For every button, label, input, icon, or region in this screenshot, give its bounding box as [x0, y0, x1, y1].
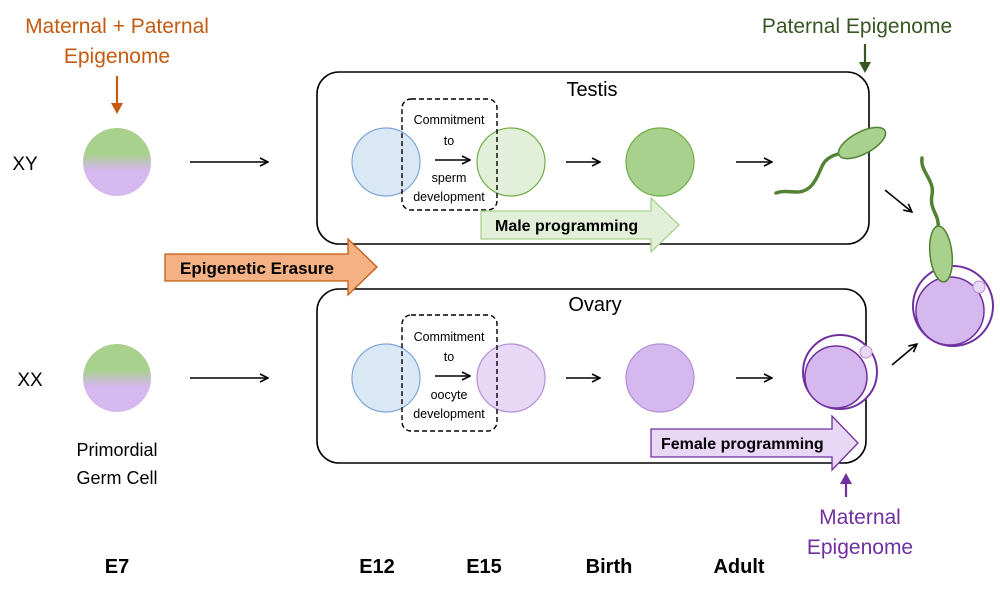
xx-label: XX	[17, 370, 43, 391]
timeline-birth: Birth	[586, 556, 633, 578]
male-programming-arrow	[480, 196, 680, 254]
maternal-paternal-arrow	[111, 76, 123, 114]
paternal-arrow	[859, 44, 871, 73]
timeline-e15: E15	[466, 556, 502, 578]
commit-oocyte-line2: to	[444, 350, 454, 364]
xy-label: XY	[12, 154, 38, 175]
pgc-xy-cell	[83, 128, 151, 196]
maternal-paternal-label-line2: Epigenome	[64, 45, 170, 68]
commitment-sperm-box	[401, 98, 498, 211]
testis-e12-cell	[351, 127, 421, 197]
paternal-epigenome-label: Paternal Epigenome	[762, 15, 952, 38]
testis-label: Testis	[566, 79, 617, 101]
female-programming-arrow	[650, 414, 859, 472]
commit-oocyte-line3: oocyte	[431, 388, 468, 402]
timeline-adult: Adult	[713, 556, 764, 578]
testis-birth-cell	[625, 127, 695, 197]
sperm-icon	[774, 126, 887, 195]
commit-sperm-line4: development	[413, 190, 485, 204]
epigenetic-erasure-arrow	[164, 237, 378, 297]
timeline-e7: E7	[105, 556, 129, 578]
ovary-birth-cell	[625, 343, 695, 413]
fertilization-icon	[912, 156, 994, 347]
female-programming-label: Female programming	[661, 436, 824, 453]
maternal-arrow	[840, 473, 852, 497]
commit-sperm-line2: to	[444, 134, 454, 148]
testis-e15-cell	[476, 127, 546, 197]
pgc-label-line2: Germ Cell	[76, 468, 157, 488]
commit-oocyte-line1: Commitment	[414, 330, 485, 344]
maternal-epigenome-label-line1: Maternal	[819, 506, 901, 529]
ovary-e15-cell	[476, 343, 546, 413]
commit-oocyte-line4: development	[413, 407, 485, 421]
arrow-sperm-to-zygote	[884, 189, 912, 212]
timeline-e12: E12	[359, 556, 395, 578]
pgc-xx-cell	[83, 344, 151, 412]
arrow-oocyte-to-zygote	[891, 344, 917, 366]
maternal-paternal-label-line1: Maternal + Paternal	[25, 15, 209, 38]
ovary-label: Ovary	[568, 294, 621, 316]
epigenetic-erasure-label: Epigenetic Erasure	[180, 259, 334, 278]
commit-sperm-line3: sperm	[432, 171, 467, 185]
oocyte-icon	[802, 334, 878, 410]
commit-sperm-line1: Commitment	[414, 113, 485, 127]
testis-box	[316, 71, 870, 245]
commitment-oocyte-box	[401, 314, 498, 432]
male-programming-label: Male programming	[495, 218, 638, 235]
ovary-e12-cell	[351, 343, 421, 413]
maternal-epigenome-label-line2: Epigenome	[807, 536, 913, 559]
pgc-label-line1: Primordial	[76, 440, 157, 460]
